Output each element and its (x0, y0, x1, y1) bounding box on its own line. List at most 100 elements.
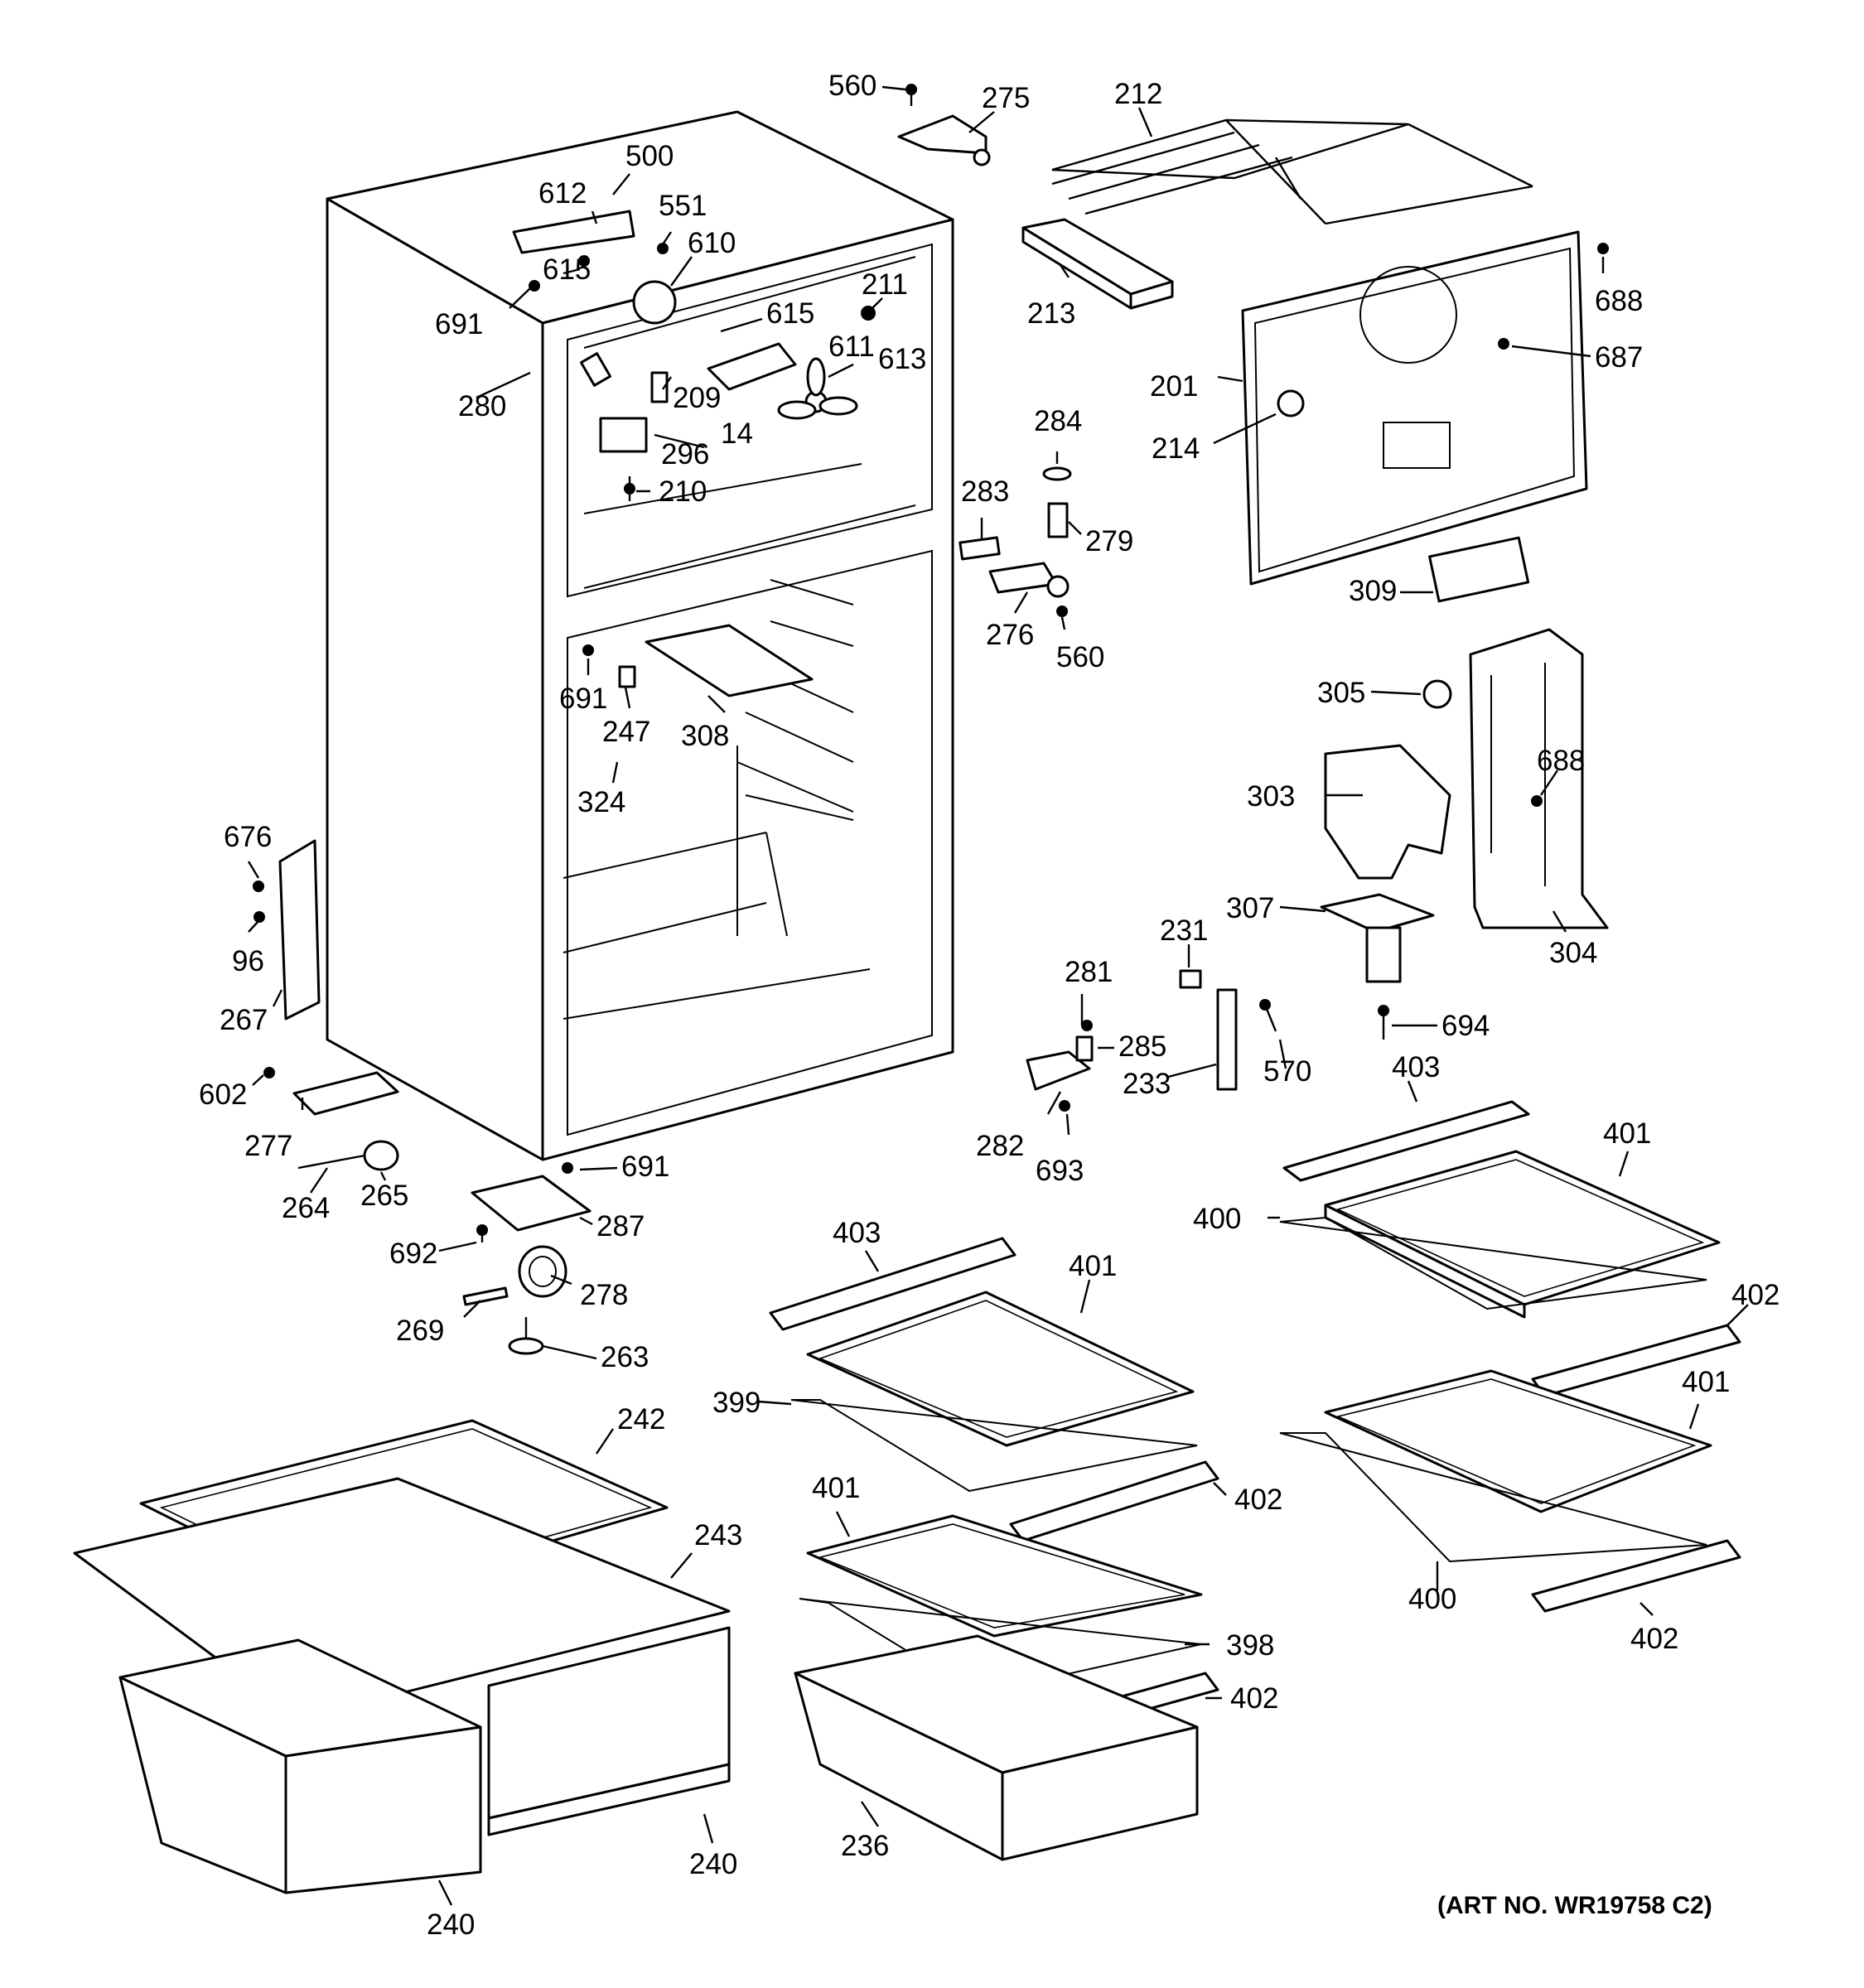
wheel (518, 1245, 567, 1298)
ice-tray (1021, 218, 1174, 310)
shelf-trim-lower-right (1531, 1539, 1741, 1613)
crisper-drawer-right (487, 1626, 731, 1836)
callout-691: 691 (559, 683, 607, 715)
callout-269: 269 (396, 1315, 444, 1347)
callout-305: 305 (1317, 677, 1365, 709)
callout-280: 280 (458, 390, 506, 422)
callout-400: 400 (1408, 1583, 1456, 1615)
shelf-glass-lower-right (1324, 1369, 1712, 1513)
fan-blade (777, 357, 858, 420)
control-housing (1320, 893, 1435, 983)
callout-282: 282 (976, 1130, 1024, 1162)
screw (562, 1162, 573, 1174)
callout-296: 296 (661, 438, 709, 470)
side-hinge-plate (278, 839, 321, 1021)
callout-212: 212 (1114, 78, 1162, 110)
callout-14: 14 (721, 417, 753, 450)
callout-602: 602 (199, 1078, 247, 1111)
callout-283: 283 (961, 475, 1009, 508)
freezer-shelf (645, 624, 814, 697)
callout-278: 278 (580, 1279, 628, 1311)
freezer-shelf-wire (1051, 118, 1533, 225)
light-socket (650, 371, 669, 403)
evap-fan-motor (632, 280, 677, 325)
light-shield (1428, 536, 1530, 603)
screw (1059, 1100, 1070, 1112)
callout-403: 403 (833, 1217, 881, 1249)
callout-275: 275 (982, 82, 1030, 114)
motor-bracket (707, 342, 797, 391)
callout-201: 201 (1150, 370, 1198, 403)
callout-303: 303 (1247, 780, 1295, 813)
screw (529, 280, 540, 292)
callout-402: 402 (1630, 1623, 1678, 1655)
leader-lines (247, 85, 1749, 1906)
callout-240: 240 (689, 1848, 737, 1880)
damper-control (1324, 744, 1451, 880)
art-number: (ART NO. WR19758 C2) (1437, 1892, 1712, 1919)
screw (578, 255, 590, 267)
screw (476, 1224, 488, 1242)
callout-615: 615 (766, 297, 814, 330)
callout-236: 236 (841, 1830, 889, 1862)
hinge-bottom (471, 1175, 592, 1232)
callout-560: 560 (1056, 641, 1104, 673)
callout-242: 242 (617, 1403, 665, 1436)
callout-265: 265 (360, 1180, 408, 1212)
callout-210: 210 (659, 475, 707, 508)
callout-687: 687 (1595, 341, 1643, 374)
axle-pin (462, 1286, 509, 1306)
hinge-top (897, 114, 991, 166)
callout-285: 285 (1118, 1030, 1166, 1063)
crisper-light-bracket (618, 665, 636, 688)
cabinet-rail (1216, 988, 1238, 1091)
callout-615: 615 (543, 253, 591, 286)
damper-knob (1422, 679, 1452, 709)
pan-deli (794, 1634, 1199, 1861)
air-duct-housing (1469, 628, 1609, 929)
callout-560: 560 (828, 70, 876, 102)
callout-247: 247 (602, 716, 650, 748)
screw (582, 644, 594, 656)
shelf-glass-upper-right (1324, 1150, 1721, 1319)
shelf-glass-lower-center (806, 1514, 1203, 1638)
callout-688: 688 (1595, 285, 1643, 317)
callout-304: 304 (1549, 937, 1597, 969)
leveling-leg (508, 1317, 544, 1355)
callout-399: 399 (712, 1387, 761, 1419)
callout-402: 402 (1234, 1484, 1282, 1516)
defrost-thermostat (599, 417, 648, 453)
screw (657, 243, 669, 254)
callout-279: 279 (1085, 525, 1133, 557)
callout-277: 277 (244, 1130, 292, 1162)
callout-500: 500 (625, 140, 674, 172)
screw (1378, 1005, 1389, 1040)
callout-211: 211 (862, 268, 908, 301)
screw (263, 1067, 275, 1078)
shelf-frame-lower-right (1279, 1432, 1707, 1563)
hinge-center (988, 562, 1070, 598)
bottom-hinge-plate (292, 1071, 399, 1116)
refrigerator-cabinet (326, 110, 954, 1161)
callout-694: 694 (1441, 1010, 1490, 1042)
callout-401: 401 (812, 1472, 860, 1504)
clip (1179, 969, 1202, 989)
shelf-trim-mid-center (1009, 1460, 1219, 1542)
shelf-glass-upper-center (806, 1291, 1195, 1447)
callout-231: 231 (1160, 914, 1208, 947)
callout-276: 276 (986, 619, 1034, 651)
callout-402: 402 (1731, 1279, 1779, 1311)
roller (297, 1140, 399, 1171)
callout-610: 610 (688, 227, 736, 259)
shelf-frame-upper-center (790, 1399, 1198, 1493)
crisper-drawer-left (118, 1638, 482, 1894)
callout-233: 233 (1123, 1068, 1171, 1100)
thermostat-bracket (512, 210, 635, 254)
evaporator-cover (1241, 230, 1588, 586)
hinge-pin (1042, 466, 1072, 538)
screw (905, 84, 917, 106)
callout-676: 676 (224, 821, 272, 853)
callout-214: 214 (1152, 432, 1200, 465)
screw (1056, 606, 1068, 617)
freezer-light-switch (579, 352, 612, 387)
